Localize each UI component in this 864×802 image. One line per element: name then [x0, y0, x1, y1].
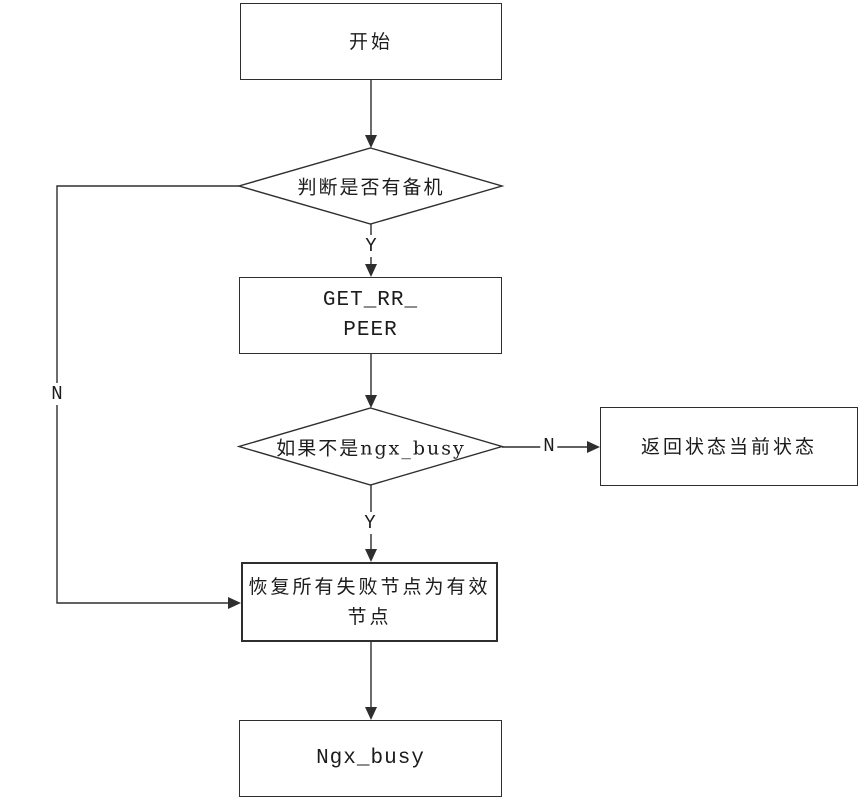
arrowhead-down-icon	[365, 264, 377, 277]
node-return-status-label: 返回状态当前状态	[640, 435, 817, 458]
node-ngx-busy: Ngx_busy	[239, 720, 502, 797]
arrowhead-down-icon	[365, 707, 377, 720]
decision-check-busy-shape	[236, 407, 505, 486]
edge-label-busy-no: N	[540, 435, 558, 457]
arrowhead-down-icon	[365, 549, 377, 562]
node-start-label: 开始	[348, 30, 393, 53]
decision-check-backup-label: 判断是否有备机	[297, 176, 445, 199]
node-start: 开始	[240, 3, 502, 80]
arrowhead-right-icon	[228, 597, 241, 609]
edge-label-backup-yes: Y	[362, 235, 380, 257]
node-ngx-busy-label: Ngx_busy	[316, 746, 425, 770]
edge-backup-no	[56, 185, 239, 604]
node-return-status: 返回状态当前状态	[600, 407, 858, 486]
node-get-rr-peer: GET_RR_ PEER	[239, 277, 502, 354]
arrowhead-right-icon	[587, 441, 600, 453]
arrowhead-down-icon	[365, 135, 377, 148]
edge-label-busy-yes: Y	[361, 512, 379, 534]
node-recover-nodes: 恢复所有失败节点为有效 节点	[241, 562, 498, 642]
decision-check-backup-shape	[236, 147, 505, 225]
decision-check-busy-label: 如果不是ngx_busy	[276, 437, 466, 460]
node-get-rr-peer-label: GET_RR_ PEER	[322, 288, 419, 342]
arrowhead-down-icon	[365, 395, 377, 408]
node-recover-nodes-label: 恢复所有失败节点为有效 节点	[248, 576, 491, 628]
edge-label-backup-no: N	[48, 383, 66, 405]
